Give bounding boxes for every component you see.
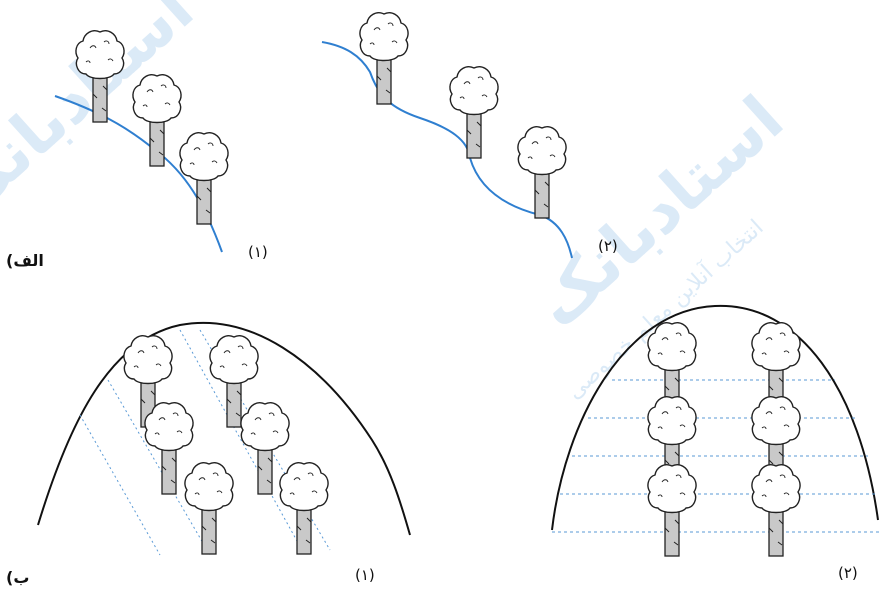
tree-icon	[647, 464, 697, 557]
tree-icon	[449, 66, 499, 159]
section-label: (الف	[6, 251, 44, 270]
figure-b1: (۱)	[37, 321, 411, 584]
tree-icon	[279, 462, 329, 555]
tree-icon	[359, 12, 409, 105]
figure-number: (۱)	[248, 243, 268, 261]
figure-a1: (۱)	[54, 30, 268, 261]
contour-lines	[79, 329, 331, 556]
figure-number: (۱)	[355, 566, 375, 584]
figure-number: (۲)	[838, 564, 858, 582]
tree-icon	[179, 132, 229, 225]
tree-icon	[517, 126, 567, 219]
tree-icon	[132, 74, 182, 167]
figure-number: (۲)	[598, 237, 618, 255]
tree-icon	[184, 462, 234, 555]
contour-lines	[552, 379, 880, 533]
hill-outline	[551, 304, 879, 531]
figure-b2: (۲)	[551, 304, 880, 582]
section-a: (۱) (۲) (الف	[6, 12, 618, 270]
section-label: (ب	[6, 568, 29, 587]
figure-a2: (۲)	[321, 12, 618, 259]
tree-icon	[751, 464, 801, 557]
hill-outline	[37, 321, 411, 536]
section-b: (۱) (۲) (ب	[6, 304, 880, 587]
